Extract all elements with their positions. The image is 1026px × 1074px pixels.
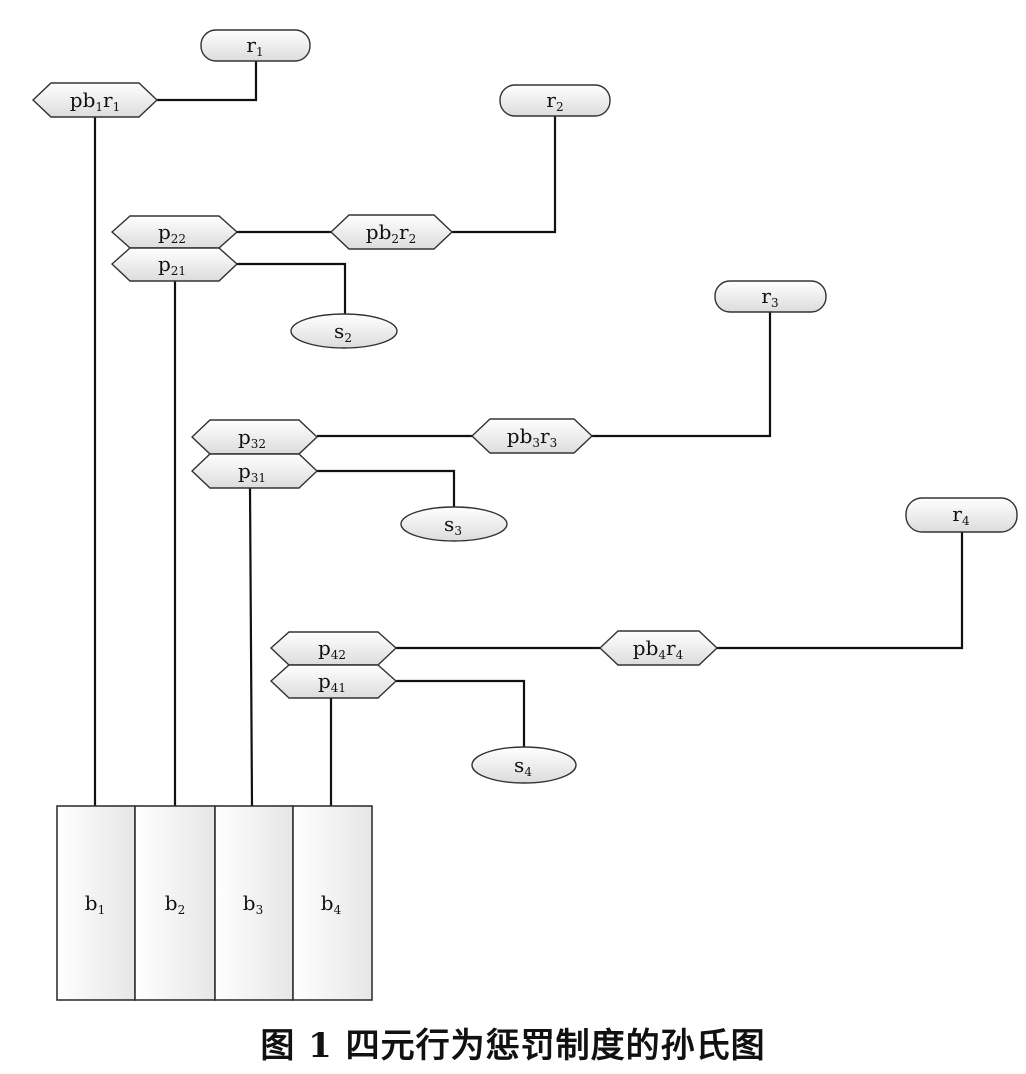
node-pb2r2-label: pb2r2 (366, 220, 416, 246)
node-p41: p41 (269, 664, 398, 699)
connector-r1-pb1r1 (157, 61, 258, 102)
node-r3-label: r3 (761, 284, 778, 310)
node-p31: p31 (190, 453, 319, 489)
block-b3-label: b3 (243, 891, 263, 917)
node-s3: s3 (400, 506, 508, 542)
node-pb1r1: pb1r1 (31, 82, 159, 118)
s-nodes: s2 s3 s4 (290, 313, 577, 784)
node-p21: p21 (110, 247, 239, 282)
node-r4-label: r4 (952, 502, 970, 528)
node-r2-label: r2 (546, 88, 563, 114)
node-r3: r3 (714, 280, 827, 313)
block-b2-label: b2 (165, 891, 185, 917)
pb-nodes: pb1r1 pb2r2 pb3r3 pb4r4 (31, 82, 719, 666)
node-s3-label: s3 (444, 512, 462, 538)
b-blocks: b1 b2 b3 b4 (56, 805, 373, 1001)
node-s2-label: s2 (334, 319, 352, 345)
connector-r4-pb4r4 (717, 532, 964, 650)
block-b3: b3 (214, 805, 294, 1001)
node-r2: r2 (499, 84, 611, 117)
node-pb2r2: pb2r2 (329, 214, 454, 250)
node-r1-label: r1 (246, 33, 263, 59)
node-r1: r1 (200, 29, 311, 62)
r-nodes: r1 r2 r3 r4 (200, 29, 1018, 533)
node-p42-label: p42 (318, 636, 346, 662)
connector-p31-s3 (317, 469, 456, 508)
node-p32-label: p32 (238, 425, 266, 451)
node-p21-label: p21 (158, 252, 186, 278)
node-p32: p32 (190, 419, 319, 455)
node-r4: r4 (905, 497, 1018, 533)
figure-caption: 图 1 四元行为惩罚制度的孙氏图 (260, 1026, 766, 1066)
node-p42: p42 (269, 631, 398, 666)
node-pb1r1-label: pb1r1 (70, 88, 120, 114)
p-nodes: p22 p21 p32 p31 p42 p41 (110, 215, 398, 699)
node-s4: s4 (471, 746, 577, 784)
node-pb3r3: pb3r3 (470, 418, 594, 454)
connector-p41-s4 (396, 679, 526, 748)
connector-p21-s2 (237, 262, 347, 316)
node-p22-label: p22 (158, 220, 186, 246)
connectors (93, 61, 964, 807)
block-b1-label: b1 (85, 891, 105, 917)
connector-r2-pb2r2 (452, 116, 557, 234)
block-b2: b2 (134, 805, 216, 1001)
node-s2: s2 (290, 313, 398, 349)
node-pb4r4: pb4r4 (598, 630, 719, 666)
node-pb4r4-label: pb4r4 (633, 636, 684, 662)
connector-r3-pb3r3 (592, 312, 772, 438)
node-p31-label: p31 (238, 459, 266, 485)
block-b4: b4 (292, 805, 373, 1001)
sun-diagram: r1 r2 r3 r4 pb1r1 pb2r2 pb3r3 (31, 29, 1018, 1001)
node-p41-label: p41 (318, 669, 346, 695)
block-b1: b1 (56, 805, 136, 1001)
node-p22: p22 (110, 215, 239, 249)
node-s4-label: s4 (514, 753, 532, 779)
connector-p31-b3 (248, 487, 254, 807)
node-pb3r3-label: pb3r3 (507, 424, 557, 450)
block-b4-label: b4 (321, 891, 342, 917)
